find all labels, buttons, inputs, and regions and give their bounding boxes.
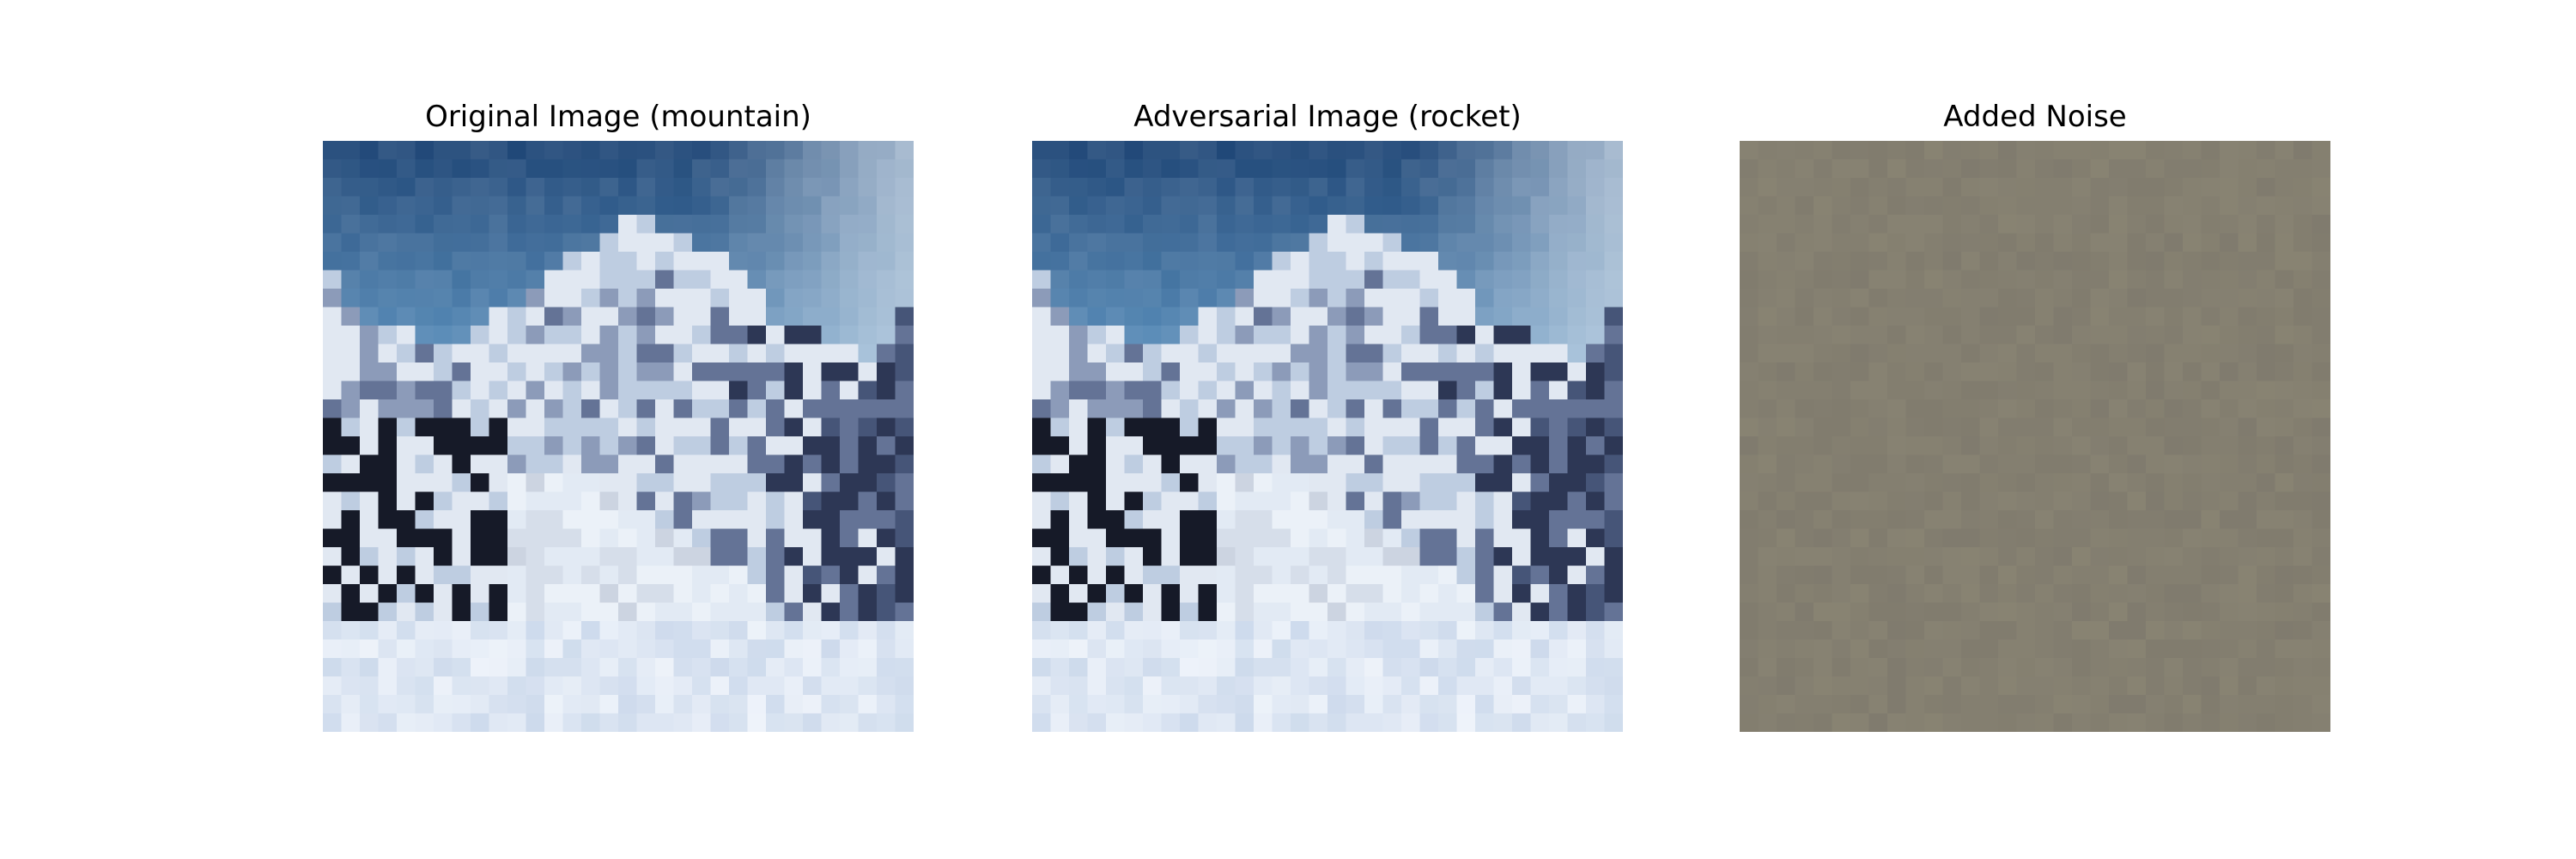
noise-image bbox=[1740, 141, 2330, 732]
original-image-panel: Original Image (mountain) bbox=[323, 93, 914, 732]
adversarial-image-title: Adversarial Image (rocket) bbox=[1133, 100, 1522, 134]
adversarial-image bbox=[1032, 141, 1623, 732]
original-image bbox=[323, 141, 914, 732]
original-image-title: Original Image (mountain) bbox=[425, 100, 811, 134]
adversarial-image-panel: Adversarial Image (rocket) bbox=[1032, 93, 1623, 732]
noise-image-panel: Added Noise bbox=[1740, 93, 2330, 732]
noise-image-title: Added Noise bbox=[1943, 100, 2127, 134]
